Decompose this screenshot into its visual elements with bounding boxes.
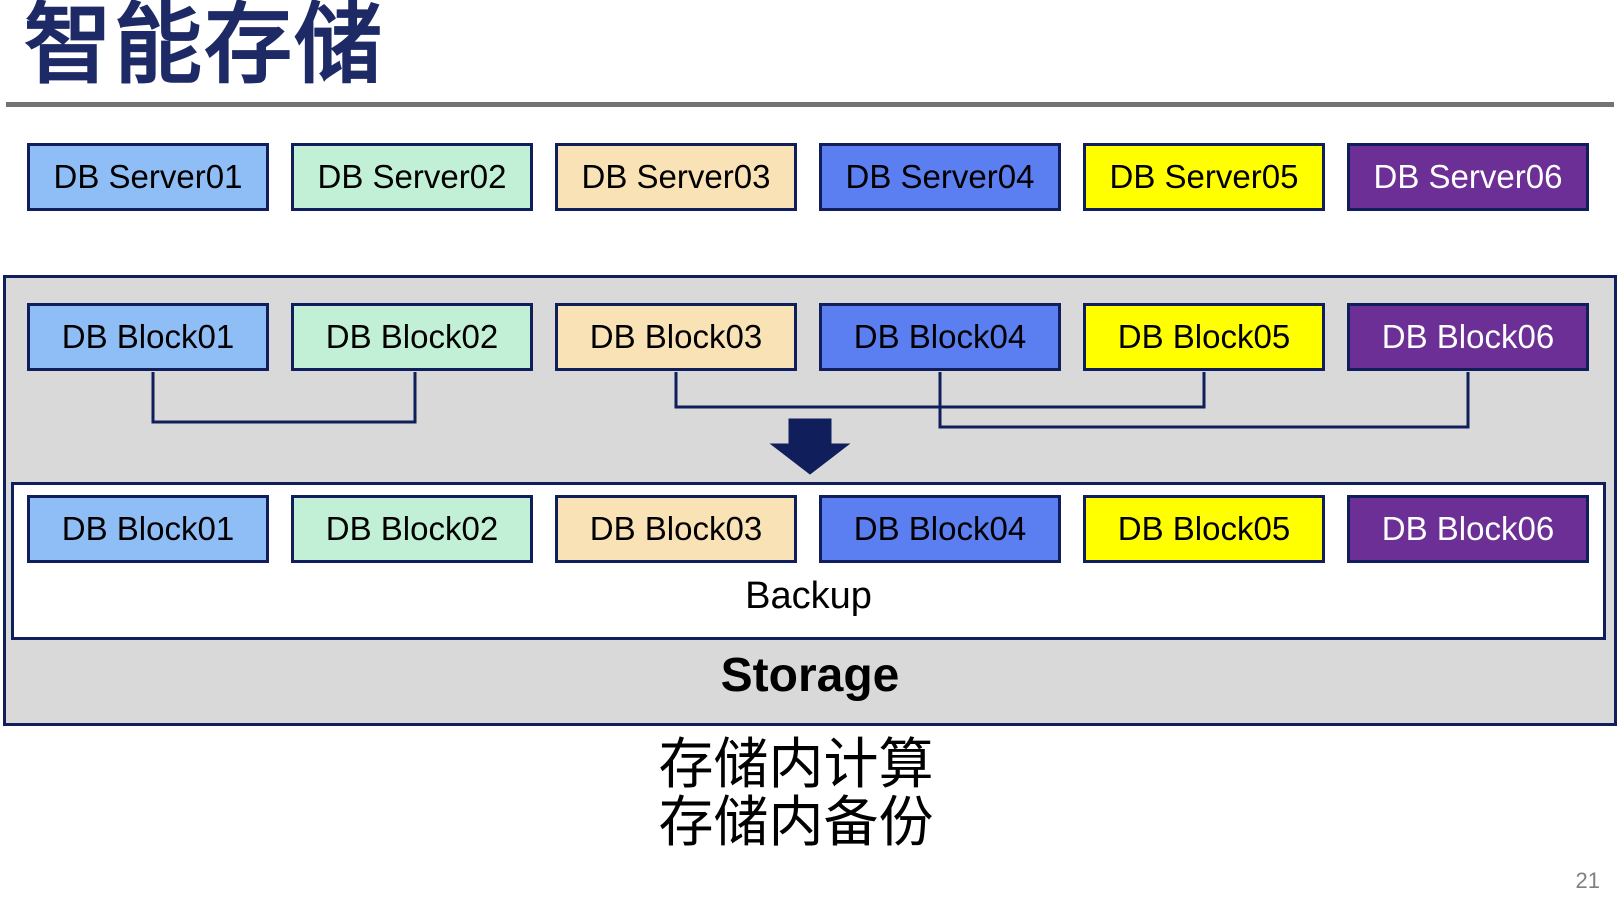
- db-server-box: DB Server01: [27, 143, 269, 211]
- db-block-box: DB Block03: [555, 303, 797, 371]
- db-block-box: DB Block05: [1083, 303, 1325, 371]
- backup-box: [11, 482, 1606, 640]
- db-block-box: DB Block04: [819, 495, 1061, 563]
- storage-label: Storage: [720, 649, 900, 702]
- db-server-row: DB Server01 DB Server02 DB Server03 DB S…: [27, 143, 1589, 211]
- db-server-box: DB Server06: [1347, 143, 1589, 211]
- db-server-box: DB Server03: [555, 143, 797, 211]
- db-block-box: DB Block06: [1347, 303, 1589, 371]
- title-underline: [6, 102, 1614, 107]
- db-block-box: DB Block01: [27, 303, 269, 371]
- db-block-box: DB Block05: [1083, 495, 1325, 563]
- caption-line-2: 存储内备份: [658, 790, 934, 853]
- db-block-box: DB Block06: [1347, 495, 1589, 563]
- db-server-box: DB Server02: [291, 143, 533, 211]
- backup-label: Backup: [745, 575, 872, 617]
- db-server-box: DB Server04: [819, 143, 1061, 211]
- db-server-box: DB Server05: [1083, 143, 1325, 211]
- caption-line-1: 存储内计算: [658, 733, 934, 795]
- page-title: 智能存储: [24, 0, 385, 94]
- db-block-box: DB Block02: [291, 303, 533, 371]
- db-block-box: DB Block03: [555, 495, 797, 563]
- db-block-box: DB Block04: [819, 303, 1061, 371]
- db-block-box: DB Block01: [27, 495, 269, 563]
- caption: 存储内计算 存储内备份: [0, 733, 1620, 853]
- db-block-box: DB Block02: [291, 495, 533, 563]
- page-number: 21: [1575, 868, 1600, 893]
- db-block-row-top: DB Block01 DB Block02 DB Block03 DB Bloc…: [27, 303, 1589, 371]
- db-block-row-bottom: DB Block01 DB Block02 DB Block03 DB Bloc…: [27, 495, 1589, 563]
